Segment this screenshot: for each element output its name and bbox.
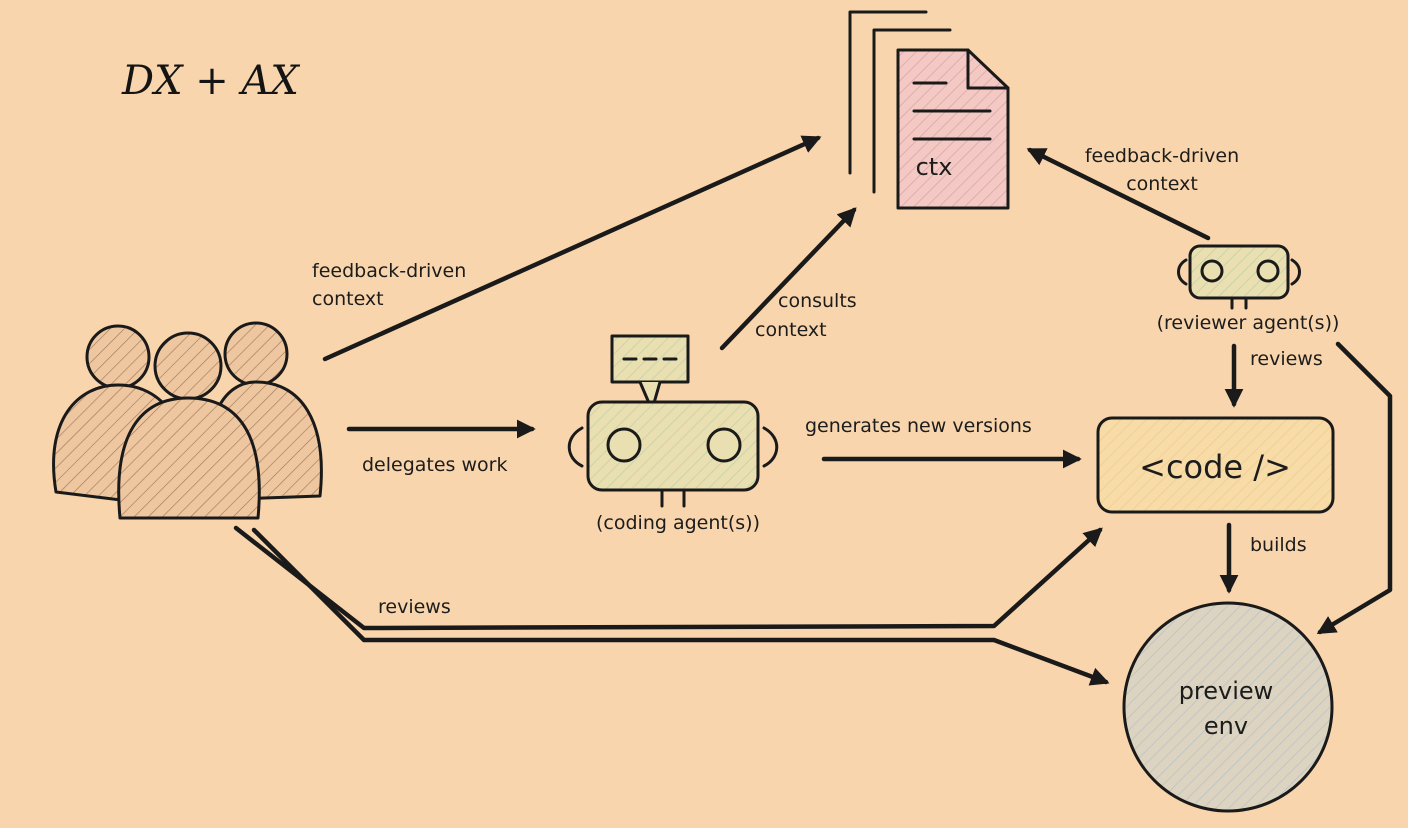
edge-label-delegates: delegates work [362,454,507,476]
arrow-users-to-ctx [322,135,822,362]
reviewer-agent-label: (reviewer agent(s)) [1157,312,1340,334]
edge-label-reviewer-ctx-1: feedback-driven [1085,145,1239,167]
code-node: <code /> [1096,416,1335,514]
preview-label-line2: env [1204,712,1248,740]
arrow-users-review-code [233,525,1103,631]
edge-label-builds: builds [1250,534,1307,556]
edge-label-users-reviews: reviews [378,596,451,618]
diagram-title: DX + AX [121,58,300,104]
edge-label-users-ctx-2: context [312,288,384,310]
arrow-agent-to-ctx [719,207,857,351]
reviewer-agent-robot-icon [1177,244,1301,310]
preview-env-node: preview env [1122,601,1334,813]
users-group-icon [52,321,323,520]
edge-label-reviewer-ctx-2: context [1126,173,1198,195]
coding-agent-robot-icon [567,334,779,508]
ctx-label: ctx [916,153,953,181]
edge-label-reviewer-reviews: reviews [1250,348,1323,370]
ctx-document-icon: ctx [848,10,1010,210]
edge-label-users-ctx-1: feedback-driven [312,260,466,282]
arrow-reviewer-to-preview [1316,341,1393,635]
edge-label-consults-2: context [755,319,827,341]
code-label: <code /> [1139,448,1291,486]
arrow-reviewer-to-ctx [1026,147,1211,241]
edge-label-consults-1: consults [778,290,857,312]
coding-agent-label: (coding agent(s)) [596,512,760,534]
arrow-users-review-preview [251,527,1110,686]
preview-label-line1: preview [1179,677,1274,705]
edge-label-generates: generates new versions [805,415,1032,437]
